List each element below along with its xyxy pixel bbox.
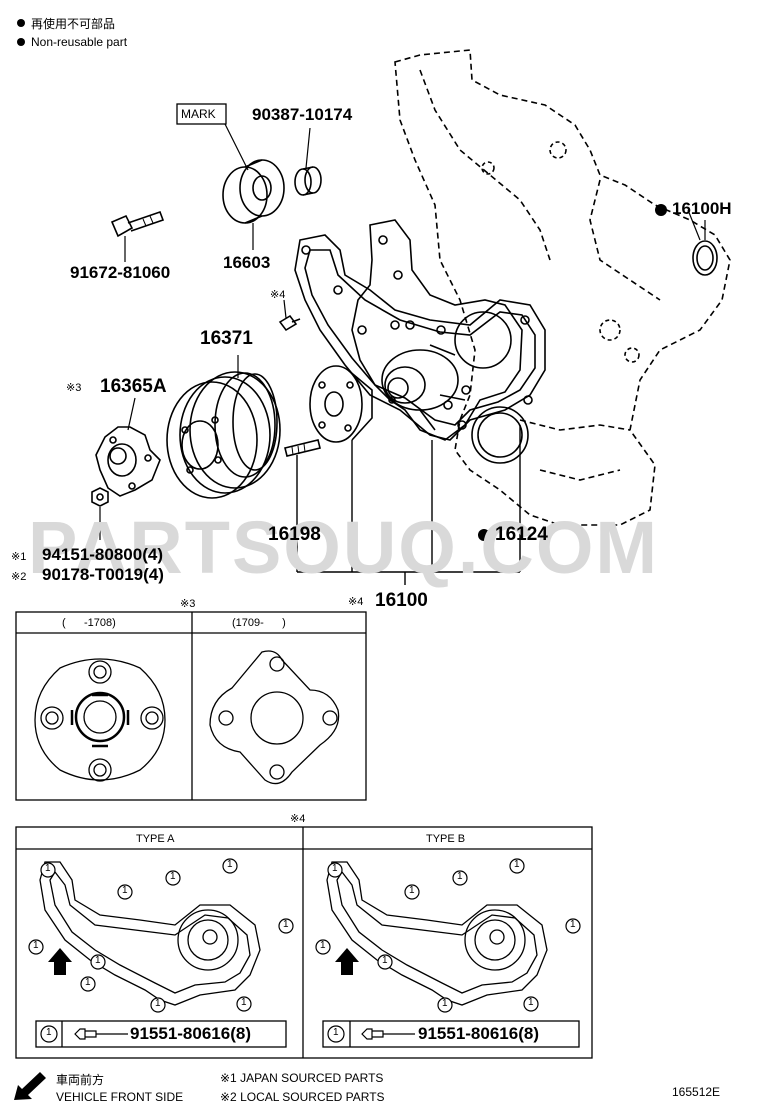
callout-1: 1 [46,1027,52,1038]
part-16198[interactable]: 16198 [268,524,321,545]
callout-1: 1 [382,955,388,966]
callout-1: 1 [409,885,415,896]
watermark: PARTSOUQ.COM [28,506,660,589]
note-1: ※1 [11,551,27,563]
callout-1: 1 [332,863,338,874]
o-ring-16100h [692,240,718,276]
small-bolt [278,314,298,332]
callout-1: 1 [33,940,39,951]
callout-1: 1 [283,919,289,930]
footer-arrow [14,1072,46,1100]
part-90387-10174[interactable]: 90387-10174 [252,105,353,124]
part-90178-t0019[interactable]: 90178-T0019(4) [42,565,164,584]
callout-1: 1 [45,863,51,874]
type-a-label: TYPE A [136,833,175,845]
footer-note-1: ※1 JAPAN SOURCED PARTS [220,1071,384,1085]
detail-box-4-title: ※4 [290,813,306,825]
part-94151-80800[interactable]: 94151-80800(4) [42,545,163,564]
flange-variant-old [34,658,166,781]
callout-1: 1 [442,998,448,1009]
note-4-bolt: ※4 [270,289,286,301]
callout-1: 1 [170,871,176,882]
footer-front-jp: 車両前方 [56,1073,105,1087]
timing-cover-outline [394,49,731,526]
callout-1: 1 [85,977,91,988]
type-a-pump-outline [39,861,261,1006]
callout-1: 1 [227,859,233,870]
stud-16198 [284,439,321,457]
mark-box [176,103,227,125]
part-16365a[interactable]: 16365A [100,376,167,397]
callout-1: 1 [320,940,326,951]
bolt-part-type-b[interactable]: 91551-80616(8) [418,1024,539,1043]
flange-16365a [95,426,161,497]
callout-1: 1 [514,859,520,870]
callout-1: 1 [95,955,101,966]
callout-1: 1 [122,885,128,896]
front-arrow-b [335,948,359,975]
front-arrow-a [48,948,72,975]
nonreusable-dot [478,529,490,541]
pulley-16371 [166,381,258,499]
gasket-16124 [294,234,546,441]
detail-box-3-left-header: ( -1708) [62,617,116,629]
legend-nonreusable-en: Non-reusable part [31,35,128,49]
callout-1: 1 [457,871,463,882]
note-2: ※2 [11,571,27,583]
part-16124[interactable]: 16124 [495,524,548,545]
footer-note-2: ※2 LOCAL SOURCED PARTS [220,1090,385,1104]
nut-94151 [91,487,109,507]
bolt-part-type-a[interactable]: 91551-80616(8) [130,1024,251,1043]
detail-box-3 [15,611,367,801]
part-16603[interactable]: 16603 [223,253,271,272]
note-4-pump: ※4 [348,596,364,608]
detail-box-4 [15,826,593,1059]
part-16371[interactable]: 16371 [200,328,253,349]
legend-nonreusable-jp: 再使用不可部品 [31,17,116,31]
bolt-91672 [110,214,134,238]
callout-1: 1 [241,997,247,1008]
water-pump-16100 [351,219,523,441]
detail-box-3-title: ※3 [180,598,196,610]
part-16100h[interactable]: 16100H [672,199,732,218]
part-16100[interactable]: 16100 [375,590,428,611]
callout-1: 1 [570,919,576,930]
flange-variant-new [209,650,340,785]
mark-label: MARK [181,107,216,121]
type-b-label: TYPE B [426,833,466,845]
callout-1: 1 [333,1027,339,1038]
note-3-flange: ※3 [66,382,82,394]
type-b-pump-outline [326,861,548,1006]
nonreusable-dot [655,204,667,216]
callout-1: 1 [155,998,161,1009]
diagram-code: 165512E [672,1085,721,1099]
callout-1: 1 [528,997,534,1008]
part-91672-81060[interactable]: 91672-81060 [70,263,171,282]
pump-hub-flange [309,365,363,443]
detail-box-3-right-header: (1709- ) [232,617,286,629]
footer-front-en: VEHICLE FRONT SIDE [56,1090,184,1104]
